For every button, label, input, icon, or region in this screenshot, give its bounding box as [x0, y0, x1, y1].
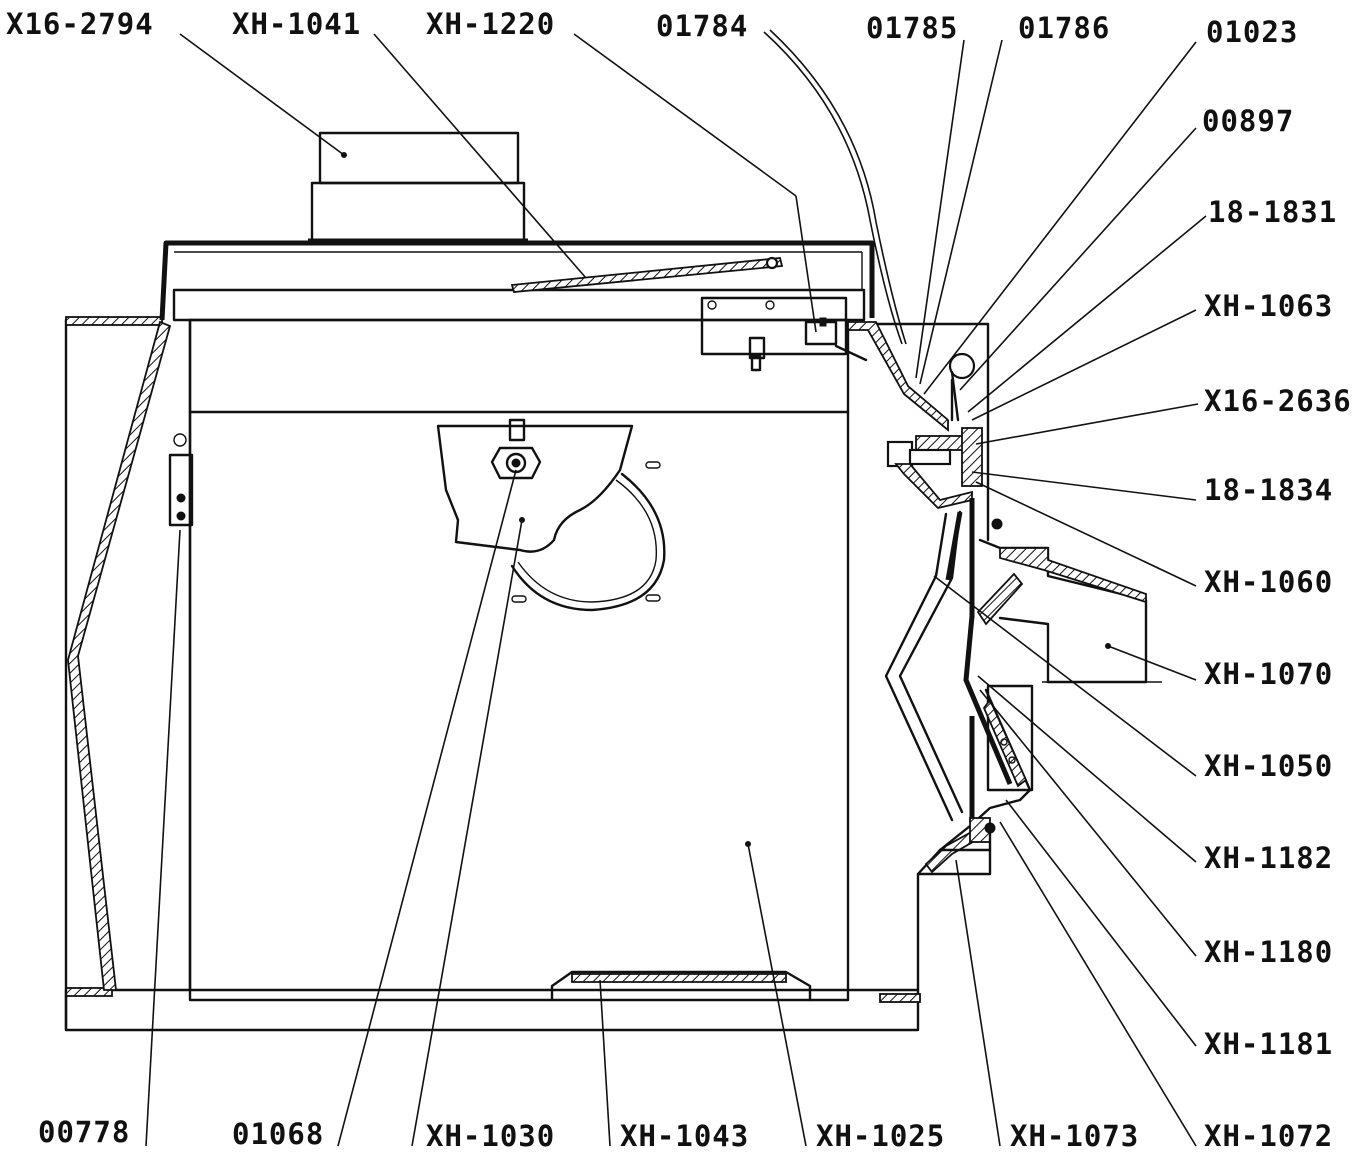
label-xh-1072: XH-1072 — [1204, 1119, 1333, 1153]
label-xh-1063: XH-1063 — [1204, 289, 1333, 323]
label-xh-1181: XH-1181 — [1204, 1027, 1333, 1061]
switch-bracket — [700, 296, 848, 356]
front-sheet — [847, 321, 949, 432]
floor-plate — [550, 970, 812, 1002]
top-duct-lower — [310, 181, 526, 243]
inclined-plate — [510, 257, 784, 293]
label-xh-1182: XH-1182 — [1204, 841, 1333, 875]
label-18-1834: 18-1834 — [1204, 473, 1333, 507]
label-00778: 00778 — [38, 1115, 130, 1149]
fan-ring — [510, 472, 666, 612]
label-xh-1025: XH-1025 — [816, 1119, 945, 1153]
label-x16-2636: X16-2636 — [1204, 384, 1352, 418]
base-plate — [64, 988, 920, 1032]
label-xh-1043: XH-1043 — [620, 1119, 749, 1153]
top-cover — [159, 240, 875, 321]
label-18-1831: 18-1831 — [1208, 195, 1337, 229]
label-x16-2794: X16-2794 — [6, 7, 154, 41]
label-00897: 00897 — [1202, 104, 1294, 138]
door-sheet-upper — [894, 463, 973, 509]
label-01068: 01068 — [232, 1117, 324, 1151]
label-xh-1070: XH-1070 — [1204, 657, 1333, 691]
fan-cutaway — [436, 424, 634, 553]
label-01785: 01785 — [866, 11, 958, 45]
label-xh-1041: XH-1041 — [232, 7, 361, 41]
main-cavity — [188, 318, 850, 1002]
top-duct-upper — [318, 131, 520, 185]
base-right-hatch — [879, 993, 921, 1003]
label-xh-1050: XH-1050 — [1204, 749, 1333, 783]
interlock-lever-lower — [963, 615, 1013, 785]
leader-lines — [145, 29, 1207, 1147]
label-01786: 01786 — [1018, 11, 1110, 45]
left-top-hatch — [65, 316, 163, 326]
label-01023: 01023 — [1206, 15, 1298, 49]
label-xh-1060: XH-1060 — [1204, 565, 1333, 599]
front-door-assembly — [846, 321, 1162, 992]
label-xh-1073: XH-1073 — [1010, 1119, 1139, 1153]
choke-flange — [978, 538, 1148, 684]
label-xh-1220: XH-1220 — [426, 7, 555, 41]
left-hinge-bracket — [168, 453, 194, 527]
interlock-lever-upper — [976, 572, 1024, 626]
cabinet-body — [64, 131, 921, 1032]
door-window-frame — [884, 512, 954, 822]
left-door-panel — [67, 320, 172, 991]
label-01784: 01784 — [656, 9, 748, 43]
part-labels: X16-2794 XH-1041 XH-1220 01784 01785 017… — [6, 7, 1352, 1153]
label-xh-1030: XH-1030 — [426, 1119, 555, 1153]
label-xh-1180: XH-1180 — [1204, 935, 1333, 969]
